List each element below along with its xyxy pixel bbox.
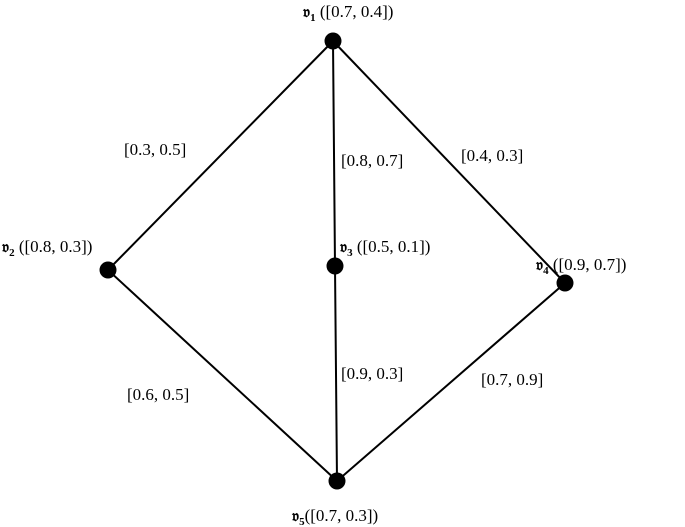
vertex-subscript: 3 (347, 247, 353, 259)
vertex-label-v4: 𝔳4 ([0.9, 0.7]) (535, 255, 626, 277)
vertex-subscript: 2 (9, 247, 15, 259)
vertex-value: ([0.9, 0.7]) (549, 255, 627, 274)
vertex-v2 (99, 261, 117, 279)
edge-v1-v4 (332, 40, 566, 284)
edge-label-v1-v3: [0.8, 0.7] (341, 151, 403, 170)
vertex-symbol: 𝔳 (1, 237, 9, 256)
vertex-label-v2: 𝔳2 ([0.8, 0.3]) (1, 237, 92, 259)
vertex-v5 (328, 472, 346, 490)
vertex-label-v1: 𝔳1 ([0.7, 0.4]) (302, 2, 393, 24)
edge-label-v2-v5: [0.6, 0.5] (127, 385, 189, 404)
vertex-subscript: 5 (299, 516, 305, 527)
vertex-v4 (556, 274, 574, 292)
vertex-value: ([0.7, 0.4]) (316, 2, 394, 21)
edge-v2-v5 (107, 269, 338, 482)
vertex-symbol: 𝔳 (339, 237, 347, 256)
vertex-v3 (326, 257, 344, 275)
vertex-value: ([0.8, 0.3]) (15, 237, 93, 256)
edge-v1-v3 (332, 40, 336, 267)
edge-label-v1-v2: [0.3, 0.5] (124, 140, 186, 159)
vertex-subscript: 1 (310, 12, 316, 24)
vertex-symbol: 𝔳 (291, 506, 299, 525)
vertex-value: ([0.7, 0.3]) (305, 506, 379, 525)
vertex-subscript: 4 (543, 265, 549, 277)
edge-v3-v5 (334, 265, 338, 482)
vertex-value: ([0.5, 0.1]) (353, 237, 431, 256)
vertex-v1 (324, 32, 342, 50)
vertex-label-v5: 𝔳5([0.7, 0.3]) (291, 506, 378, 527)
edge-label-v4-v5: [0.7, 0.9] (481, 370, 543, 389)
edge-label-v1-v4: [0.4, 0.3] (461, 146, 523, 165)
edge-v1-v2 (107, 40, 334, 271)
edge-label-v3-v5: [0.9, 0.3] (341, 364, 403, 383)
vertex-symbol: 𝔳 (302, 2, 310, 21)
vertex-symbol: 𝔳 (535, 255, 543, 274)
edge-v4-v5 (336, 282, 566, 482)
vertex-label-v3: 𝔳3 ([0.5, 0.1]) (339, 237, 430, 259)
